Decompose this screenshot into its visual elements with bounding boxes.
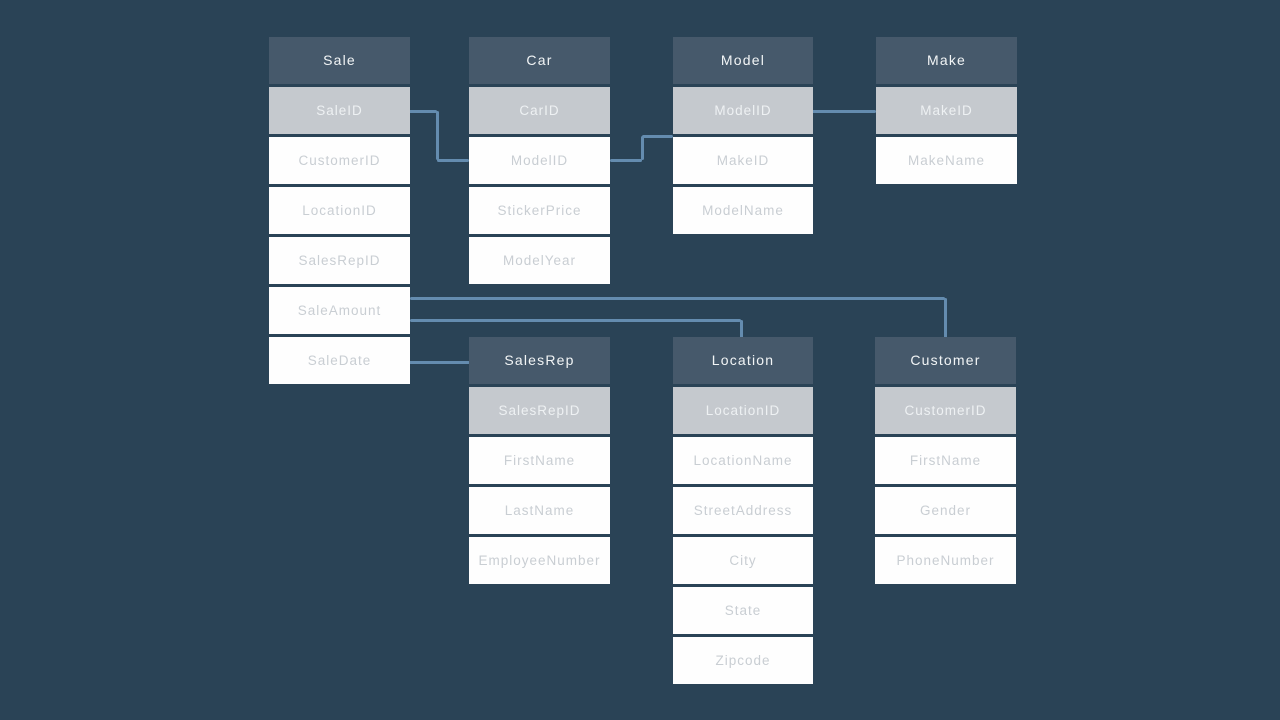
table-customer-field-firstname: FirstName <box>875 437 1016 484</box>
table-salesrep-field-firstname: FirstName <box>469 437 610 484</box>
connector-sale-to-location-segment <box>740 320 743 340</box>
table-salesrep-header: SalesRep <box>469 337 610 384</box>
table-customer-field-gender: Gender <box>875 487 1016 534</box>
connector-car-modelid-to-model-segment <box>642 135 673 138</box>
table-location-field-locationname: LocationName <box>673 437 813 484</box>
connector-sale-to-customer-segment <box>410 297 945 300</box>
table-location-field-state: State <box>673 587 813 634</box>
table-sale-field-saleamount: SaleAmount <box>269 287 410 334</box>
table-location-header: Location <box>673 337 813 384</box>
connector-sale-saleid-to-car-segment <box>404 110 437 113</box>
table-location-field-city: City <box>673 537 813 584</box>
table-sale-field-saleid-primary-key: SaleID <box>269 87 410 134</box>
table-model-header: Model <box>673 37 813 84</box>
connector-make-makeid-to-model-modelid-segment <box>798 110 876 113</box>
table-customer-field-customerid-primary-key: CustomerID <box>875 387 1016 434</box>
table-sale-field-locationid: LocationID <box>269 187 410 234</box>
table-sale-field-customerid: CustomerID <box>269 137 410 184</box>
connector-sale-to-customer-segment <box>944 298 947 340</box>
table-make-field-makeid-primary-key: MakeID <box>876 87 1017 134</box>
table-make-field-makename: MakeName <box>876 137 1017 184</box>
connector-car-modelid-to-model-segment <box>641 136 644 160</box>
table-model-field-modelname: ModelName <box>673 187 813 234</box>
table-salesrep-field-employeenumber: EmployeeNumber <box>469 537 610 584</box>
table-car-header: Car <box>469 37 610 84</box>
table-customer-field-phonenumber: PhoneNumber <box>875 537 1016 584</box>
table-salesrep-field-salesrepid-primary-key: SalesRepID <box>469 387 610 434</box>
table-make-header: Make <box>876 37 1017 84</box>
table-car-field-carid-primary-key: CarID <box>469 87 610 134</box>
table-sale-field-saledate: SaleDate <box>269 337 410 384</box>
table-location-field-zipcode: Zipcode <box>673 637 813 684</box>
table-model-field-modelid-primary-key: ModelID <box>673 87 813 134</box>
table-sale-field-salesrepid: SalesRepID <box>269 237 410 284</box>
table-car-field-modelid: ModelID <box>469 137 610 184</box>
connector-sale-saledate-to-salesrep-segment <box>407 361 470 364</box>
table-model-field-makeid: MakeID <box>673 137 813 184</box>
table-customer-header: Customer <box>875 337 1016 384</box>
table-sale-header: Sale <box>269 37 410 84</box>
connector-sale-saleid-to-car-segment <box>437 159 469 162</box>
table-salesrep-field-lastname: LastName <box>469 487 610 534</box>
table-car-field-modelyear: ModelYear <box>469 237 610 284</box>
connector-car-modelid-to-model-segment <box>610 159 642 162</box>
table-car-field-stickerprice: StickerPrice <box>469 187 610 234</box>
table-location-field-locationid-primary-key: LocationID <box>673 387 813 434</box>
table-location-field-streetaddress: StreetAddress <box>673 487 813 534</box>
connector-sale-to-location-segment <box>410 319 741 322</box>
connector-sale-saleid-to-car-segment <box>436 111 439 160</box>
